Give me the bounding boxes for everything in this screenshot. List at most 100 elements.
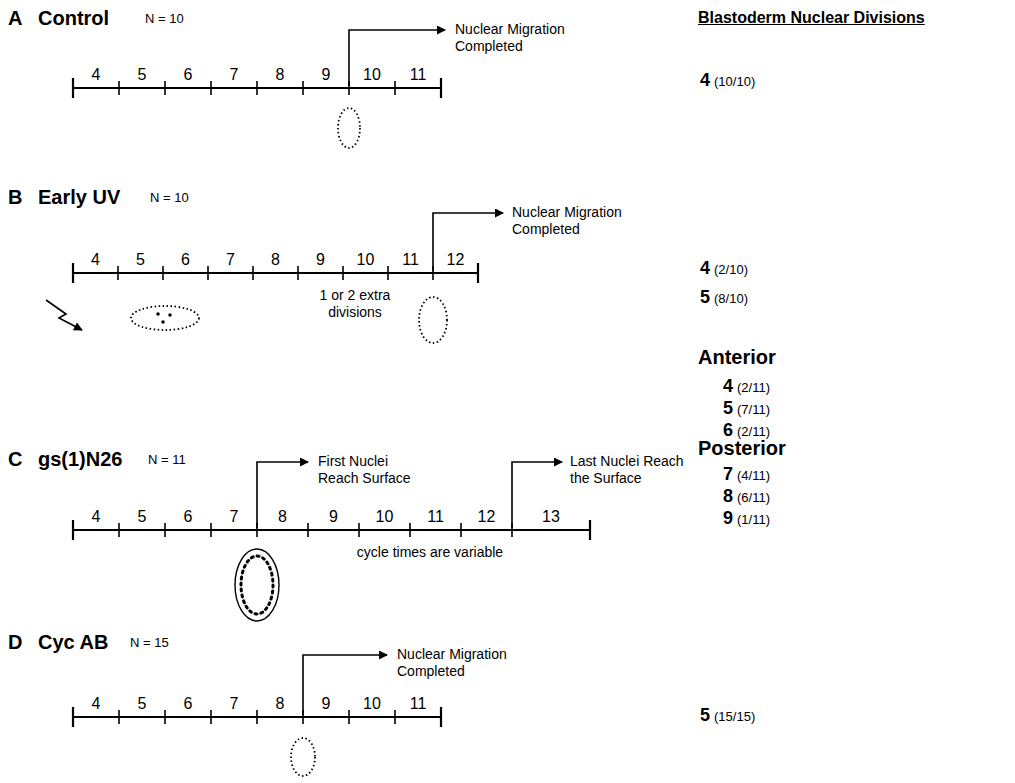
cycle-number: 7 bbox=[230, 694, 239, 713]
cycle-number: 4 bbox=[92, 694, 101, 713]
timeline-line bbox=[409, 523, 411, 537]
timeline-line bbox=[394, 710, 396, 724]
cycle-number: 9 bbox=[329, 507, 338, 526]
timeline-line bbox=[440, 707, 442, 727]
timeline-line bbox=[348, 710, 350, 724]
cycle-number: 12 bbox=[447, 250, 465, 269]
migration-arrow bbox=[303, 655, 387, 715]
nuclei-dots bbox=[156, 312, 172, 324]
timeline-line bbox=[297, 266, 299, 280]
timeline-line bbox=[207, 266, 209, 280]
timeline-line bbox=[72, 263, 74, 283]
timeline-line bbox=[72, 520, 74, 540]
cycle-number: 8 bbox=[276, 65, 285, 84]
timeline-line bbox=[252, 266, 254, 280]
cycle-number: 4 bbox=[92, 65, 101, 84]
cycle-number: 10 bbox=[363, 65, 381, 84]
embryo-fraction: (1/11) bbox=[737, 512, 770, 528]
cycle-number: 12 bbox=[478, 507, 496, 526]
timeline-line bbox=[358, 523, 360, 537]
timeline-line bbox=[460, 523, 462, 537]
cycle-number: 8 bbox=[278, 507, 287, 526]
migration-arrow bbox=[257, 462, 308, 528]
timeline-line bbox=[162, 266, 164, 280]
cycle-number: 8 bbox=[276, 694, 285, 713]
cycle-number: 7 bbox=[226, 250, 235, 269]
cycle-number: 11 bbox=[410, 65, 427, 84]
timeline-line bbox=[440, 78, 442, 98]
cycle-number: 8 bbox=[271, 250, 280, 269]
uv-lightning bbox=[46, 300, 82, 330]
division-count: 5 bbox=[700, 287, 710, 309]
timeline-line bbox=[73, 272, 478, 274]
condition-name: Early UV bbox=[38, 185, 120, 209]
cycle-number: 6 bbox=[181, 250, 190, 269]
embryo-fraction: (7/11) bbox=[737, 402, 770, 418]
timeline-line bbox=[307, 523, 309, 537]
embryo-outline bbox=[338, 108, 360, 148]
embryo-outline bbox=[235, 549, 279, 621]
cycle-number: 9 bbox=[322, 694, 331, 713]
embryo-outline bbox=[419, 297, 447, 343]
embryo-outline bbox=[291, 738, 315, 776]
embryo-fraction: (2/11) bbox=[737, 380, 770, 396]
migration-arrow bbox=[512, 462, 562, 528]
cycle-number: 6 bbox=[184, 507, 193, 526]
panel-letter: B bbox=[8, 185, 22, 209]
cycle-number: 10 bbox=[363, 694, 381, 713]
timeline-line bbox=[210, 710, 212, 724]
cycle-number: 5 bbox=[138, 65, 147, 84]
cycle-number: 9 bbox=[322, 65, 331, 84]
embryo-fraction: (10/10) bbox=[714, 74, 755, 90]
timeline-line bbox=[118, 81, 120, 95]
cycle-number: 6 bbox=[184, 65, 193, 84]
embryo-outline bbox=[131, 306, 199, 330]
timeline-line bbox=[117, 266, 119, 280]
timeline-line bbox=[394, 81, 396, 95]
arrow-note: First Nuclei Reach Surface bbox=[318, 453, 428, 487]
division-count: 5 bbox=[723, 398, 733, 420]
column-header: Blastoderm Nuclear Divisions bbox=[698, 8, 925, 27]
division-count: 4 bbox=[700, 258, 710, 280]
panel-letter: D bbox=[8, 630, 22, 654]
timeline-line bbox=[164, 81, 166, 95]
timeline-line bbox=[210, 81, 212, 95]
timeline-line bbox=[210, 523, 212, 537]
migration-arrow bbox=[349, 30, 445, 86]
arrow-note: Nuclear Migration Completed bbox=[455, 21, 580, 55]
timeline-line bbox=[72, 78, 74, 98]
timeline-line bbox=[256, 81, 258, 95]
cycle-number: 11 bbox=[410, 694, 427, 713]
timelines bbox=[73, 78, 590, 727]
timeline-line bbox=[387, 266, 389, 280]
migration-arrow bbox=[433, 213, 503, 271]
embryo-fraction: (8/10) bbox=[714, 291, 748, 307]
embryo-fraction: (4/11) bbox=[737, 468, 770, 484]
sample-size: N = 15 bbox=[130, 635, 169, 651]
division-count: 8 bbox=[723, 486, 733, 508]
embryo-fraction: (6/11) bbox=[737, 490, 770, 506]
cycle-number: 10 bbox=[357, 250, 375, 269]
division-count: 5 bbox=[700, 705, 710, 727]
cycle-number: 5 bbox=[138, 507, 147, 526]
division-count: 4 bbox=[723, 376, 733, 398]
cycle-number: 9 bbox=[316, 250, 325, 269]
cycle-number: 11 bbox=[402, 250, 419, 269]
timeline-line bbox=[118, 523, 120, 537]
condition-name: Control bbox=[38, 6, 109, 30]
embryo-fraction: (2/10) bbox=[714, 262, 748, 278]
sample-size: N = 11 bbox=[148, 452, 186, 468]
cycle-number: 7 bbox=[230, 65, 239, 84]
cycle-number: 5 bbox=[138, 694, 147, 713]
timeline-note: cycle times are variable bbox=[357, 544, 503, 561]
region-heading: Posterior bbox=[698, 436, 786, 460]
cycle-number: 11 bbox=[427, 507, 444, 526]
arrow-note: Nuclear Migration Completed bbox=[397, 646, 522, 680]
timeline-line bbox=[302, 81, 304, 95]
panel-letter: C bbox=[8, 447, 22, 471]
cycle-number: 4 bbox=[91, 250, 100, 269]
cycle-number: 6 bbox=[184, 694, 193, 713]
sample-size: N = 10 bbox=[145, 11, 184, 27]
